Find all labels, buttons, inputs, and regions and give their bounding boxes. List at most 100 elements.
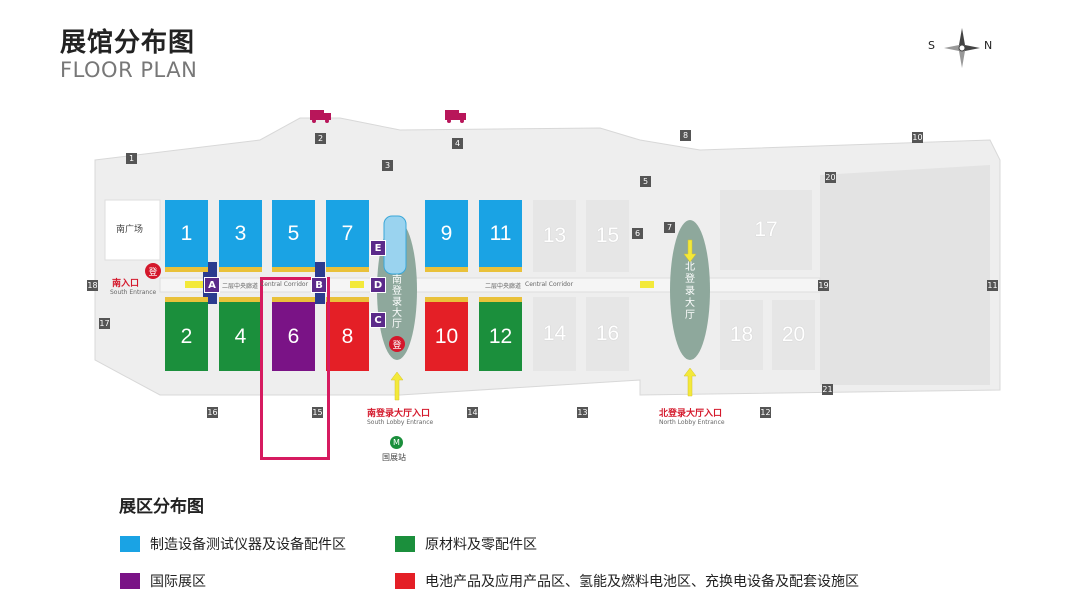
hall-4-label: 4 [234, 324, 247, 348]
hall-10-label: 10 [434, 324, 459, 348]
hall-14-label: 14 [542, 322, 567, 345]
compass-south-label: S [928, 39, 935, 52]
gate-19: 19 [818, 280, 829, 291]
legend-label: 原材料及零配件区 [425, 537, 537, 553]
gate-21: 21 [822, 384, 833, 395]
hall-13[interactable]: 13 [533, 200, 576, 272]
north-lobby-hall-label: 北登录大厅 [685, 262, 695, 321]
hall-5-label: 5 [287, 221, 300, 245]
gate-20: 20 [825, 172, 836, 183]
legend-item-battery: 电池产品及应用产品区、氢能及燃料电池区、充换电设备及配套设施区 [395, 571, 859, 591]
gate-17: 17 [99, 318, 110, 329]
legend-swatch-red [395, 573, 415, 589]
hall-1-label: 1 [180, 221, 193, 245]
legend-title: 展区分布图 [119, 497, 204, 517]
south-entrance-label: 南入口 [112, 279, 140, 289]
legend-item-international: 国际展区 [120, 571, 206, 591]
hall-8-label: 8 [341, 324, 354, 348]
entrance-d-marker[interactable]: D [370, 277, 386, 293]
south-lobby-entrance-en-label: South Lobby Entrance [367, 419, 434, 426]
gate-13: 13 [577, 407, 588, 418]
gate-2: 2 [315, 133, 326, 144]
hall-4[interactable]: 4 [219, 297, 262, 371]
hall-8[interactable]: 8 [326, 297, 369, 371]
gate-5: 5 [640, 176, 651, 187]
register-badge-south-entrance: 登 [145, 263, 161, 279]
hall-2[interactable]: 2 [165, 297, 208, 371]
compass-north-label: N [984, 39, 993, 52]
entrance-a-marker[interactable]: A [204, 277, 220, 293]
legend-item-manufacturing: 制造设备测试仪器及设备配件区 [120, 534, 346, 554]
compass: S N [920, 26, 1000, 70]
register-badge-south-lobby: 登 [389, 336, 405, 352]
north-lobby-entrance-en-label: North Lobby Entrance [659, 419, 725, 426]
legend-label: 制造设备测试仪器及设备配件区 [150, 537, 346, 553]
hall-13-label: 13 [542, 224, 567, 247]
gate-10: 10 [912, 132, 923, 143]
corridor-label-cn-south: 二层中央廊道 [222, 283, 259, 290]
hall-9-label: 9 [440, 221, 453, 245]
hall-11-label: 11 [489, 221, 512, 245]
hall-14[interactable]: 14 [533, 297, 576, 371]
gate-11: 11 [987, 280, 998, 291]
hall-15-label: 15 [595, 224, 620, 247]
gate-15: 15 [312, 407, 323, 418]
hall-6-label: 6 [287, 324, 300, 348]
gate-3: 3 [382, 160, 393, 171]
compass-rose-icon [944, 28, 980, 68]
highlight-box-hall-6 [260, 277, 330, 460]
hall-11[interactable]: 11 [479, 200, 522, 272]
gate-18: 18 [87, 280, 98, 291]
gate-4: 4 [452, 138, 463, 149]
hall-12[interactable]: 12 [479, 297, 522, 371]
legend-swatch-blue [120, 536, 140, 552]
south-square-label: 南广场 [116, 225, 144, 235]
hall-17[interactable]: 17 [720, 190, 812, 270]
hall-17-label: 17 [754, 218, 778, 241]
hall-18[interactable]: 18 [720, 300, 763, 370]
gate-16: 16 [207, 407, 218, 418]
corridor-label-cn-north: 二层中央廊道 [485, 283, 522, 290]
hall-16-label: 16 [595, 322, 620, 345]
legend-item-materials: 原材料及零配件区 [395, 534, 537, 554]
entrance-b-marker[interactable]: B [311, 277, 327, 293]
gate-14: 14 [467, 407, 478, 418]
south-lobby-hall-label: 南登录大厅 [392, 275, 402, 330]
gate-8: 8 [680, 130, 691, 141]
page-title: 展馆分布图 [60, 28, 196, 58]
entrance-c-marker[interactable]: C [370, 312, 386, 328]
hall-6[interactable]: 6 [272, 297, 315, 371]
hall-18-label: 18 [729, 323, 754, 346]
hall-2-label: 2 [180, 324, 193, 348]
legend-swatch-purple [120, 573, 140, 589]
hall-10[interactable]: 10 [425, 297, 468, 371]
hall-20-label: 20 [781, 323, 806, 346]
hall-12-label: 12 [488, 324, 513, 348]
hall-20[interactable]: 20 [772, 300, 815, 370]
gate-1: 1 [126, 153, 137, 164]
floor-plan-map: 南广场 1 3 5 7 9 11 13 15 17 2 4 6 8 10 12 … [87, 110, 1001, 462]
gate-6: 6 [632, 228, 643, 239]
corridor-label-en-north: Central Corridor [525, 281, 574, 288]
legend-label: 国际展区 [150, 574, 206, 590]
hall-9[interactable]: 9 [425, 200, 468, 272]
legend-label: 电池产品及应用产品区、氢能及燃料电池区、充换电设备及配套设施区 [425, 574, 859, 590]
hall-3[interactable]: 3 [219, 200, 262, 272]
north-lobby-entrance-label: 北登录大厅入口 [659, 409, 723, 419]
hall-7-label: 7 [341, 221, 354, 245]
metro-icon: M [390, 436, 403, 449]
entrance-e-marker[interactable]: E [370, 240, 386, 256]
hall-15[interactable]: 15 [586, 200, 629, 272]
legend-swatch-green [395, 536, 415, 552]
hall-16[interactable]: 16 [586, 297, 629, 371]
south-lobby-entrance-label: 南登录大厅入口 [367, 409, 431, 419]
hall-7[interactable]: 7 [326, 200, 369, 272]
hall-3-label: 3 [234, 221, 247, 245]
south-entrance-en-label: South Entrance [110, 289, 157, 296]
gate-7: 7 [664, 222, 675, 233]
hall-5[interactable]: 5 [272, 200, 315, 272]
gate-12: 12 [760, 407, 771, 418]
metro-station-label: 国展站 [382, 453, 406, 462]
page-subtitle: FLOOR PLAN [60, 58, 198, 82]
hall-1[interactable]: 1 [165, 200, 208, 272]
